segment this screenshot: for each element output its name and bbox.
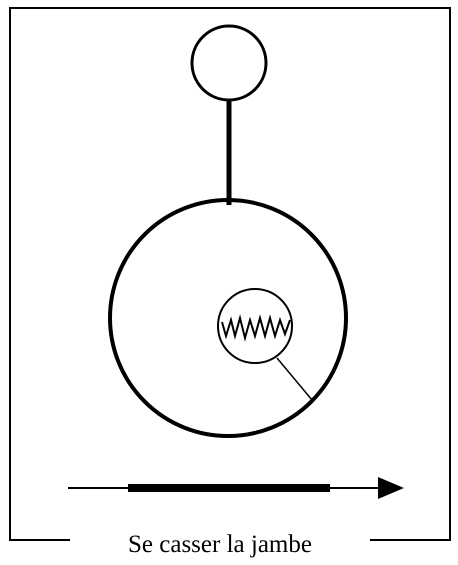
arrow-head — [378, 477, 404, 499]
caption-label: Se casser la jambe — [70, 530, 370, 560]
zoom-pointer-line — [277, 358, 312, 400]
fracture-zigzag — [222, 318, 290, 338]
frame-border — [10, 8, 450, 540]
head-circle — [192, 26, 266, 100]
body-circle — [110, 200, 346, 436]
